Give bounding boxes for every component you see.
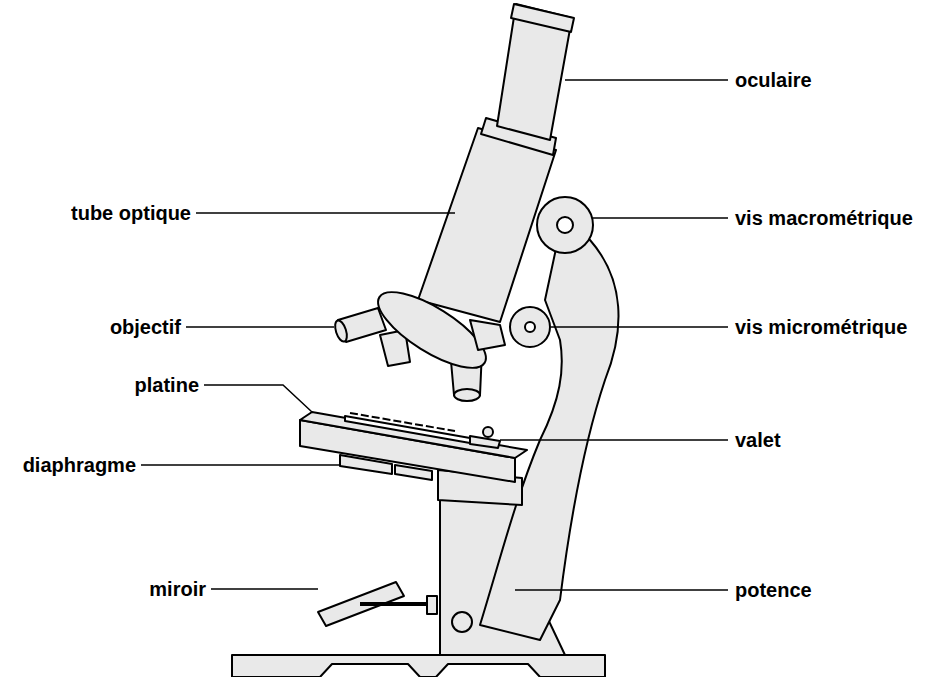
leader-line [196, 212, 455, 214]
part-label: tube optique [71, 201, 191, 225]
coarse-knob [537, 197, 593, 253]
mirror-knob [427, 596, 437, 614]
coarse-knob-axis [557, 217, 573, 233]
nosepiece-mount [470, 320, 505, 350]
part-label: valet [735, 428, 781, 452]
base [232, 655, 605, 677]
objective-tip [454, 389, 480, 401]
part-label: potence [735, 578, 812, 602]
fine-knob-axis [525, 322, 535, 332]
part-label: diaphragme [23, 453, 136, 477]
diaphragm [395, 465, 432, 480]
leader-line [204, 385, 312, 412]
slide-specimen [350, 413, 455, 431]
part-label: vis micrométrique [735, 315, 907, 339]
leader-line [500, 439, 728, 441]
optical-tube [418, 128, 556, 322]
part-label: objectif [110, 315, 181, 339]
leader-line [141, 464, 340, 466]
leader-line [186, 326, 334, 328]
part-label: oculaire [735, 68, 812, 92]
eyepiece-rim [511, 4, 574, 32]
fine-knob [510, 307, 550, 347]
leader-line [211, 588, 318, 590]
part-label: miroir [149, 577, 206, 601]
leader-line [515, 589, 728, 591]
part-label: platine [135, 373, 199, 397]
mirror-fork [360, 602, 428, 606]
leader-line [551, 326, 728, 328]
part-label: vis macrométrique [735, 206, 913, 230]
objective-tip [333, 319, 349, 343]
pivot [452, 612, 472, 632]
leader-line [593, 217, 728, 219]
leader-line [565, 79, 728, 81]
clip-screw [483, 427, 493, 437]
stage-top [300, 412, 527, 458]
diaphragm [340, 455, 392, 474]
clip [470, 436, 500, 448]
